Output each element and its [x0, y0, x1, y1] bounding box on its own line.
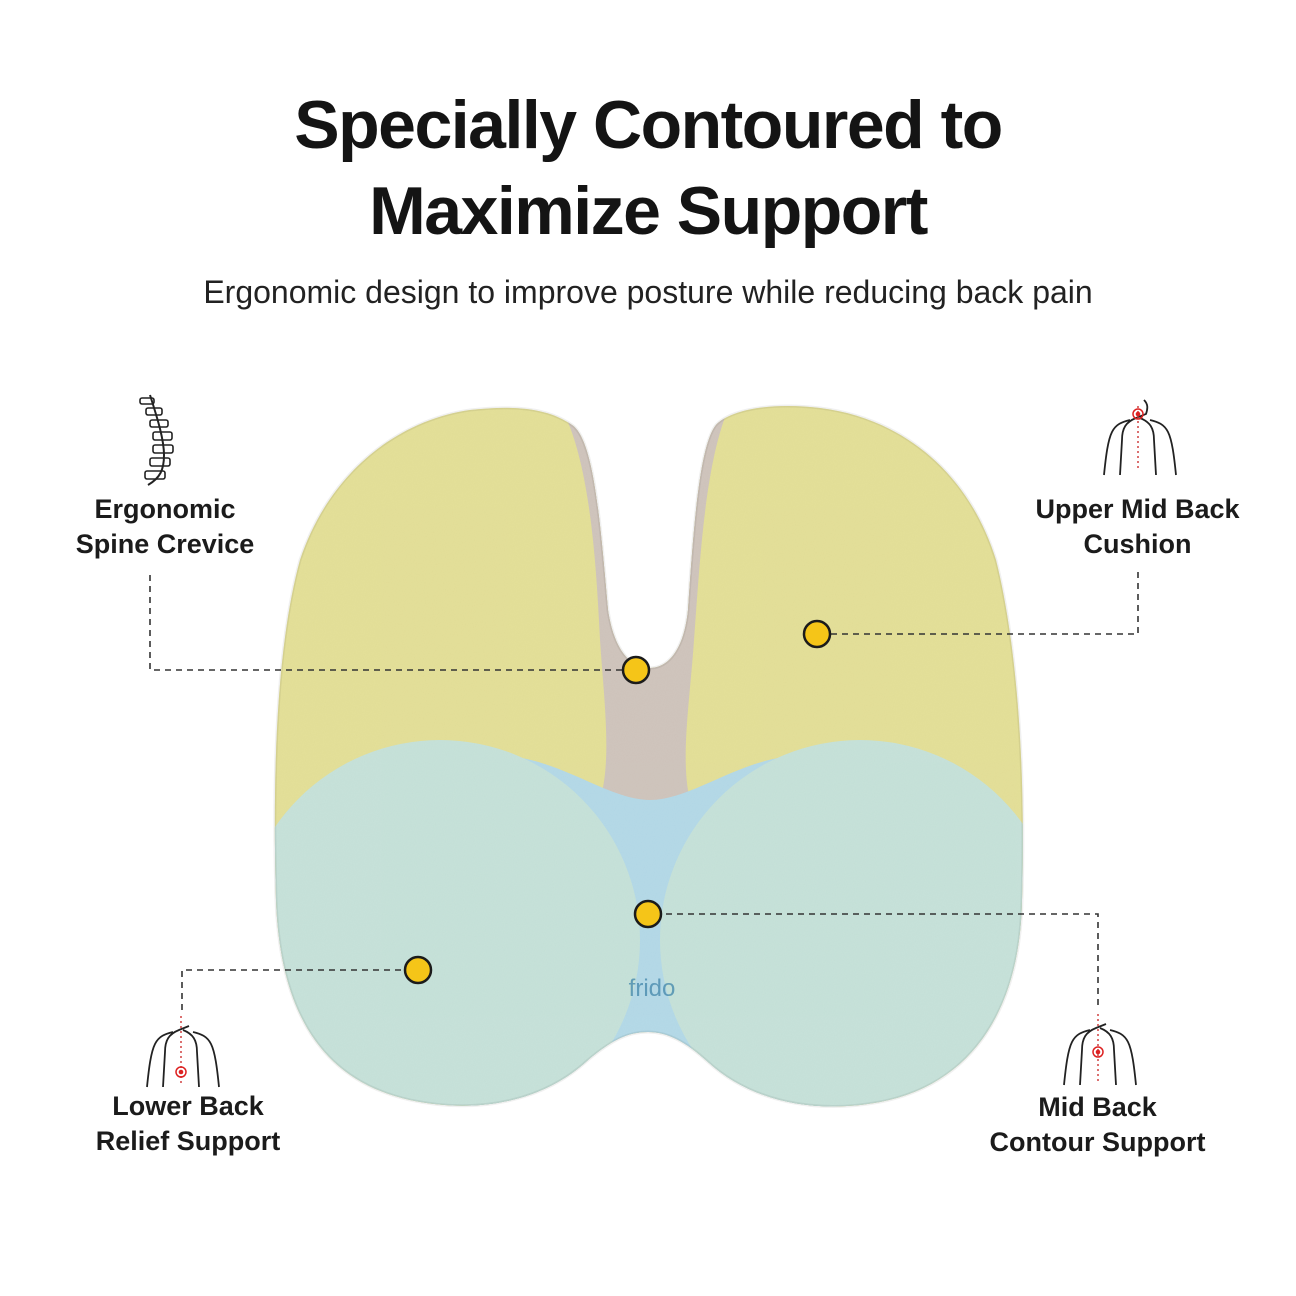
callout-lower-line1: Lower Back [112, 1091, 264, 1121]
callout-mid-label: Mid Back Contour Support [960, 1090, 1235, 1160]
leader-upper [817, 572, 1139, 635]
spine-icon [139, 394, 174, 486]
callout-spine-label: Ergonomic Spine Crevice [40, 492, 290, 562]
leader-lines [149, 572, 1139, 1010]
lower-back-body-icon [146, 1016, 220, 1088]
marker-spine [621, 655, 651, 685]
callout-spine-line2: Spine Crevice [75, 529, 255, 559]
upper-back-body-icon [1103, 399, 1177, 476]
marker-mid [633, 899, 663, 929]
callout-lower-line2: Relief Support [95, 1126, 281, 1156]
cushion-body [274, 405, 1023, 1107]
fabric-texture [274, 405, 1023, 1107]
mid-back-body-icon [1063, 1014, 1137, 1086]
leader-mid [648, 913, 1099, 1005]
callout-lower-label: Lower Back Relief Support [58, 1089, 318, 1159]
marker-lower [403, 955, 433, 985]
callout-mid-line2: Contour Support [989, 1127, 1206, 1157]
markers [403, 619, 832, 985]
page-title: Specially Contoured to Maximize Support [0, 82, 1296, 254]
callout-upper-line1: Upper Mid Back [1035, 494, 1240, 524]
page-subtitle: Ergonomic design to improve posture whil… [203, 274, 1093, 310]
brand-mark: frido [629, 975, 676, 1002]
leader-lower [181, 969, 418, 1010]
title-line-2: Maximize Support [369, 173, 928, 249]
marker-upper [802, 619, 832, 649]
leader-spine [149, 575, 636, 671]
title-line-1: Specially Contoured to [294, 87, 1003, 163]
callout-spine-line1: Ergonomic [94, 494, 236, 524]
callout-upper-label: Upper Mid Back Cushion [1005, 492, 1270, 562]
callout-upper-line2: Cushion [1083, 529, 1192, 559]
callout-mid-line1: Mid Back [1038, 1092, 1157, 1122]
